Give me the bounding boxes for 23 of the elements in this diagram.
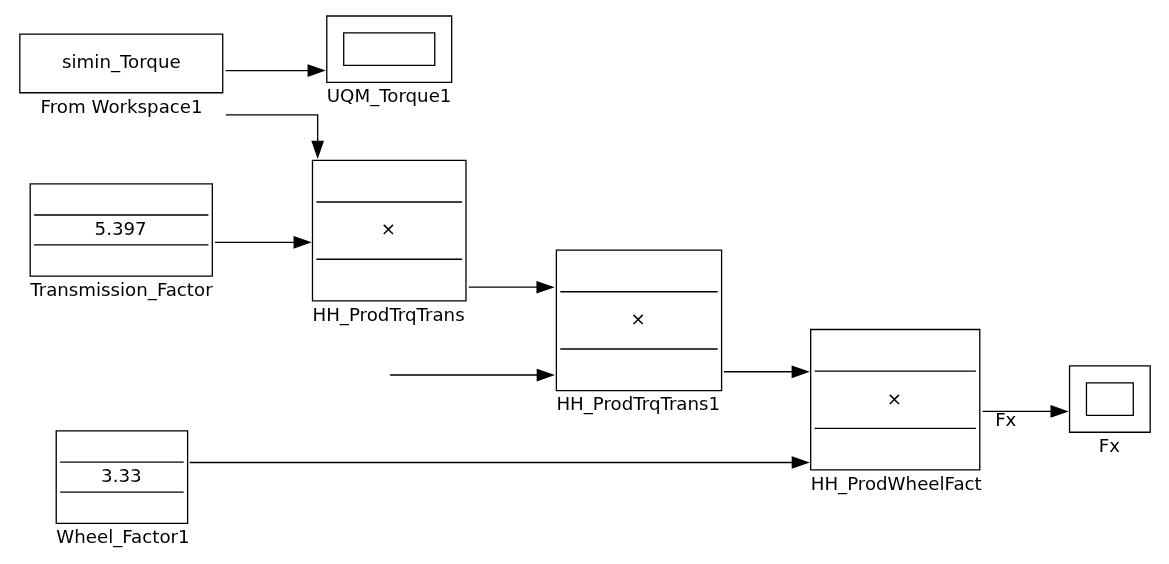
node-label: HH_ProdTrqTrans [311,303,465,325]
arrow [224,64,326,77]
node-box: × [311,159,467,302]
node-label: Fx [1098,435,1120,457]
arrow [213,235,312,249]
arrow [388,368,555,382]
arrow [981,405,1069,418]
arrow [188,456,810,469]
node-box: × [555,249,722,392]
node-label: HH_ProdWheelFact [810,472,982,494]
arrow [224,114,324,159]
node-box: simin_Torque [18,33,223,94]
node-box [325,15,452,83]
node-box: 3.33 [55,430,188,524]
arrow [467,280,555,294]
arrow [722,365,810,379]
node-label: HH_ProdTrqTrans1 [555,393,720,415]
edge-label: Fx [994,409,1016,430]
node-label: UQM_Torque1 [326,85,451,107]
node-label: Wheel_Factor1 [55,526,190,548]
node-box [1068,365,1151,433]
node-label: Transmission_Factor [29,278,213,300]
node-label: From Workspace1 [40,95,203,117]
